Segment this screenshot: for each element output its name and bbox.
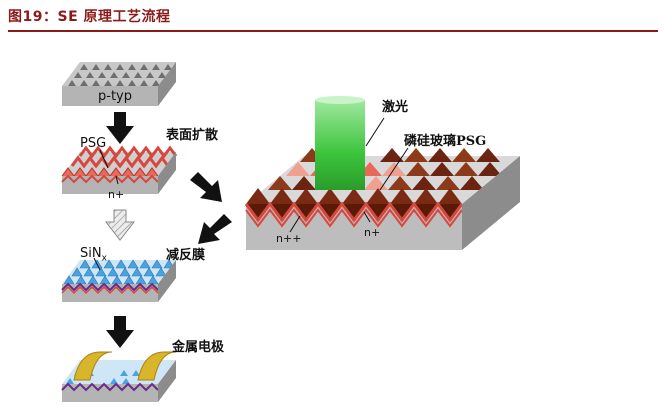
label-psg: PSG	[80, 136, 107, 151]
label-nplus-right: n+	[364, 226, 381, 239]
label-anti-reflection: 减反膜	[166, 248, 206, 263]
wafer-electrode	[61, 351, 177, 402]
label-sin-text: SiN	[80, 246, 102, 261]
caption-rule	[8, 30, 658, 32]
arrow-from-laser	[198, 214, 232, 244]
arrow-to-laser	[190, 172, 222, 202]
arrow-down-hatched	[104, 209, 136, 241]
label-sin-subscript: x	[101, 253, 107, 264]
label-nplusplus: n++	[276, 232, 302, 245]
figure-caption: 图19：SE 原理工艺流程	[8, 9, 171, 25]
label-psg-glass: 磷硅玻璃PSG	[404, 134, 487, 149]
wafer-sin	[61, 257, 176, 302]
label-laser: 激光	[382, 100, 409, 115]
label-ptype: p-typ	[98, 89, 132, 104]
label-surface-diffusion: 表面扩散	[166, 128, 219, 143]
label-sin: SiNx	[80, 246, 107, 264]
wafer-ptype	[62, 62, 176, 106]
label-metal-electrode: 金属电极	[172, 340, 225, 355]
label-nplus-left: n+	[108, 188, 125, 201]
arrow-down-1	[106, 112, 134, 144]
arrow-down-2	[106, 316, 134, 348]
laser-block	[244, 96, 520, 250]
wafer-diffused	[61, 145, 178, 194]
